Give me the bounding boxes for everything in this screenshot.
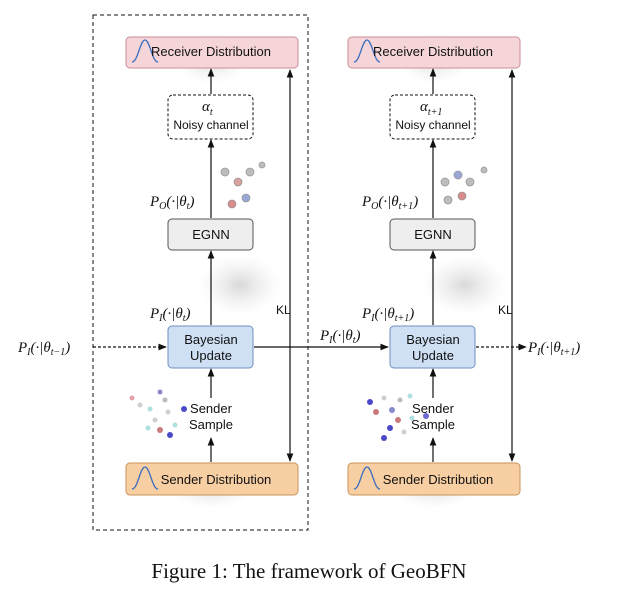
flow-output-label: PI(·|θt+1) bbox=[527, 340, 580, 358]
sender-distribution-box bbox=[347, 462, 521, 496]
sender-sample-line1: Sender bbox=[190, 401, 233, 416]
molecule-structure-icon bbox=[440, 166, 488, 205]
molecule-structure-icon bbox=[220, 161, 266, 209]
receiver-distribution-label: Receiver Distribution bbox=[151, 44, 271, 59]
noisy-channel-box bbox=[389, 94, 476, 140]
sender-distribution-label: Sender Distribution bbox=[161, 472, 272, 487]
figure-caption: Figure 1: The framework of GeoBFN bbox=[151, 559, 466, 583]
flow-input-label: PI(·|θt−1) bbox=[17, 340, 70, 358]
distribution-curve-icon bbox=[131, 466, 159, 490]
egnn-box bbox=[389, 218, 476, 251]
egnn-box bbox=[167, 218, 254, 251]
left-column: Receiver Distribution αt Noisy channel E… bbox=[125, 32, 299, 509]
noisy-channel-label: Noisy channel bbox=[395, 118, 470, 132]
alpha-label: αt bbox=[202, 99, 213, 118]
left-column-dashed-frame bbox=[92, 14, 309, 531]
pi-label: PI(·|θt) bbox=[149, 306, 191, 324]
distribution-curve-icon bbox=[353, 39, 381, 63]
sender-sample-line2: Sample bbox=[411, 417, 455, 432]
sender-distribution-box bbox=[125, 462, 299, 496]
bayesian-update-line1: Bayesian bbox=[406, 332, 459, 347]
egnn-label: EGNN bbox=[414, 227, 452, 242]
flow-middle-label: PI(·|θt) bbox=[319, 328, 361, 346]
right-column: Receiver Distribution αt+1 Noisy channel… bbox=[347, 32, 521, 509]
bayesian-update-line2: Update bbox=[190, 348, 232, 363]
receiver-distribution-box bbox=[347, 36, 521, 69]
alpha-label: αt+1 bbox=[420, 99, 442, 118]
sender-sample-line1: Sender bbox=[412, 401, 455, 416]
egnn-label: EGNN bbox=[192, 227, 230, 242]
noisy-molecule-cloud-icon bbox=[423, 255, 507, 315]
sender-sample-points-icon bbox=[367, 393, 429, 441]
bayesian-update-line2: Update bbox=[412, 348, 454, 363]
kl-label: KL bbox=[276, 303, 291, 317]
sender-distribution-label: Sender Distribution bbox=[383, 472, 494, 487]
noisy-molecule-cloud-icon bbox=[198, 255, 282, 315]
pi-label: PI(·|θt+1) bbox=[361, 306, 414, 324]
po-label: PO(·|θt) bbox=[149, 194, 194, 212]
bayesian-update-box bbox=[389, 325, 476, 369]
receiver-distribution-label: Receiver Distribution bbox=[373, 44, 493, 59]
sender-sample-line2: Sample bbox=[189, 417, 233, 432]
noisy-channel-box bbox=[167, 94, 254, 140]
po-label: PO(·|θt+1) bbox=[361, 194, 418, 212]
bayesian-update-box bbox=[167, 325, 254, 369]
sender-sample-points-icon bbox=[129, 389, 187, 438]
distribution-curve-icon bbox=[353, 466, 381, 490]
noisy-channel-label: Noisy channel bbox=[173, 118, 248, 132]
distribution-curve-icon bbox=[131, 39, 159, 63]
bayesian-update-line1: Bayesian bbox=[184, 332, 237, 347]
receiver-distribution-box bbox=[125, 36, 299, 69]
kl-label: KL bbox=[498, 303, 513, 317]
